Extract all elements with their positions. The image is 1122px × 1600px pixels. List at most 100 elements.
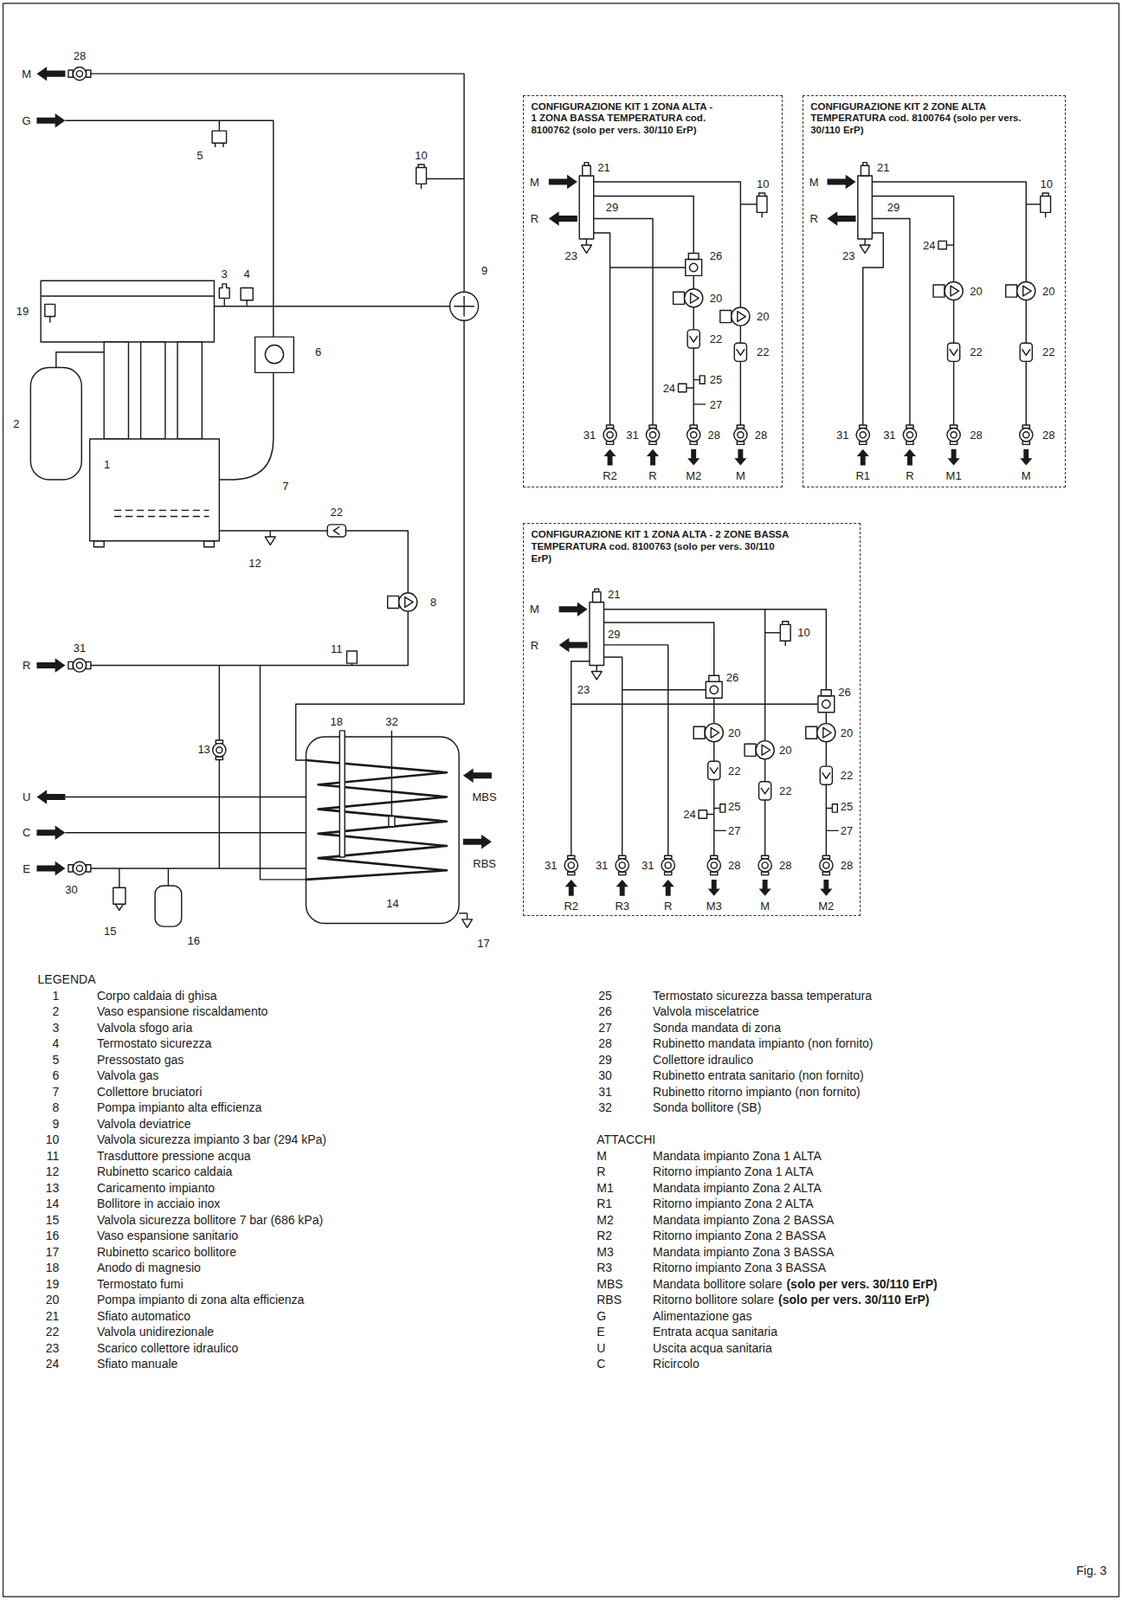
connection-code: G — [596, 1309, 607, 1322]
callout-label: 28 — [727, 859, 742, 871]
boiler-components — [36, 66, 478, 927]
callout-label: 13 — [196, 742, 211, 755]
boiler-piping — [219, 120, 220, 131]
callout-label: 29 — [606, 627, 621, 639]
boiler-components — [36, 789, 65, 804]
legend-number: 18 — [45, 1261, 60, 1274]
callout-label: MBS — [471, 791, 498, 803]
legend-text: Valvola miscelatrice — [652, 1005, 760, 1018]
legend-text: Uscita acqua sanitaria — [652, 1341, 773, 1355]
legend-number: 1 — [52, 989, 60, 1002]
callout-label: 23 — [564, 249, 579, 261]
kit-piping — [860, 162, 869, 176]
connection-code: R2 — [596, 1229, 613, 1242]
kit-piping — [903, 449, 916, 466]
kit-piping — [582, 162, 591, 176]
kit-piping — [827, 211, 857, 226]
callout-label: M — [759, 900, 771, 912]
callout-label: 24 — [922, 238, 936, 251]
kit-piping — [593, 232, 611, 428]
kit-piping — [720, 307, 750, 326]
callout-label: 28 — [778, 859, 793, 871]
kit-title: CONFIGURAZIONE KIT 1 ZONA ALTA - 2 ZONE … — [523, 523, 798, 565]
kit-piping — [1019, 425, 1033, 445]
connection-code: RBS — [596, 1293, 622, 1306]
kit-piping — [946, 244, 954, 246]
callout-label: 31 — [625, 428, 639, 440]
kit-piping — [734, 449, 747, 466]
kit-piping — [593, 196, 694, 428]
legend-number: 16 — [45, 1229, 60, 1242]
boiler-components — [453, 296, 475, 317]
boiler-components — [416, 164, 427, 189]
callout-label: 31 — [835, 428, 850, 440]
dhw-tank — [463, 767, 492, 782]
kit-piping — [622, 689, 707, 690]
connection-code: R1 — [596, 1197, 613, 1210]
legend-text: Valvola unidirezionale — [96, 1325, 214, 1338]
legend-number: 26 — [598, 1005, 613, 1018]
callout-label: R — [663, 900, 673, 912]
kit-piping — [685, 252, 703, 276]
callout-label: 26 — [837, 685, 852, 697]
callout-label: 31 — [594, 859, 609, 871]
connection-code: MBS — [596, 1277, 623, 1290]
callout-label: 23 — [841, 249, 856, 261]
legend-number: 27 — [598, 1021, 613, 1034]
kit-piping — [581, 238, 593, 253]
kit-piping — [677, 383, 686, 392]
kit-piping — [863, 232, 884, 428]
boiler-piping — [64, 796, 306, 868]
connection-code: U — [596, 1341, 606, 1355]
kit-piping — [603, 609, 826, 858]
boiler-piping — [219, 372, 273, 480]
kit-piping — [806, 723, 836, 742]
legend-number: 17 — [45, 1245, 60, 1258]
kit-piping — [571, 703, 819, 705]
callout-label: 2 — [12, 417, 20, 429]
kit-piping — [603, 657, 622, 858]
boiler-components — [36, 113, 65, 128]
kit-piping — [1025, 203, 1040, 205]
kit-piping — [871, 196, 954, 428]
legend-text: Termostato fumi — [96, 1277, 184, 1290]
kit-piping — [871, 181, 1026, 428]
boiler-components — [255, 336, 295, 373]
callout-label: 22 — [1041, 346, 1056, 358]
kit-piping — [687, 425, 701, 445]
callout-label: 17 — [476, 936, 491, 948]
kit-piping — [871, 218, 910, 428]
legend-text: Vaso espansione riscaldamento — [96, 1005, 268, 1018]
connection-code: C — [596, 1357, 606, 1370]
boiler-body — [177, 341, 202, 439]
kit-piping — [564, 855, 578, 875]
kit-piping — [662, 879, 675, 897]
boiler-components — [36, 66, 65, 81]
callout-label: 10 — [413, 149, 428, 162]
callout-label: 3 — [220, 267, 229, 279]
callout-label: 16 — [187, 935, 201, 947]
legend-text: Mandata bollitore solare — [652, 1277, 782, 1290]
callout-label: R2 — [601, 470, 619, 482]
callout-label: 22 — [709, 333, 723, 345]
legend-text: Ritorno impianto Zona 1 ALTA — [652, 1165, 813, 1178]
dhw-tank — [305, 760, 447, 880]
callout-label: C — [21, 826, 32, 839]
dhw-tank — [391, 730, 393, 817]
legend-text: Valvola gas — [96, 1069, 159, 1082]
callout-label: M — [808, 175, 820, 187]
boiler-components — [212, 130, 226, 143]
legend-number: 4 — [52, 1037, 60, 1050]
dhw-tank — [462, 913, 473, 928]
legend-number: 3 — [52, 1021, 60, 1034]
figure-caption: Fig. 3 — [1076, 1564, 1107, 1577]
kit-piping — [827, 174, 857, 189]
kit-piping — [734, 342, 747, 362]
figure-frame — [3, 3, 1120, 1597]
kit-piping — [947, 425, 961, 445]
kit-piping — [616, 879, 629, 897]
callout-label: R — [647, 470, 658, 482]
callout-label: 28 — [839, 859, 854, 871]
callout-label: 20 — [755, 310, 770, 323]
legend-number: 7 — [52, 1085, 60, 1098]
